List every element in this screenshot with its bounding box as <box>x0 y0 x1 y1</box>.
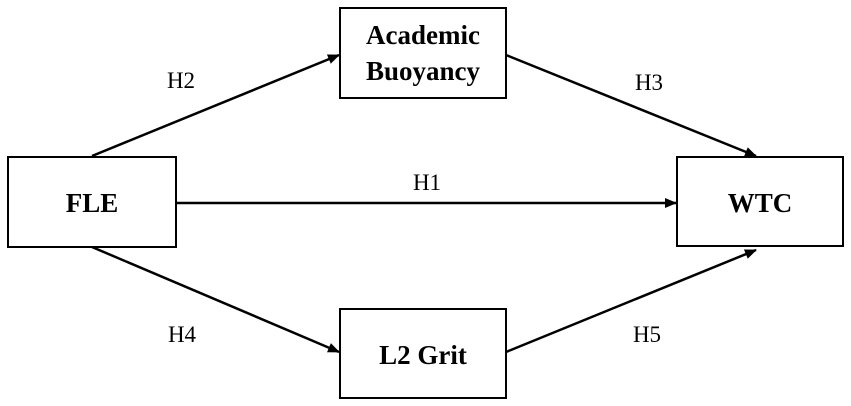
node-fle-label: FLE <box>66 188 119 218</box>
edge-h5-arrow <box>505 248 757 354</box>
node-l2-grit: L2 Grit <box>339 308 507 399</box>
edge-h1-label: H1 <box>413 170 441 195</box>
node-academic-buoyancy: Academic Buoyancy <box>339 7 507 99</box>
edge-h2-label: H2 <box>167 68 195 93</box>
node-academic-buoyancy-line1: Academic <box>366 20 480 50</box>
node-wtc: WTC <box>676 156 844 247</box>
edge-h2-arrow <box>91 53 340 158</box>
node-fle: FLE <box>7 156 177 248</box>
node-wtc-label: WTC <box>728 188 793 218</box>
edge-h3-label: H3 <box>635 70 663 95</box>
edge-h5-label: H5 <box>633 322 661 347</box>
edge-h4-arrow <box>91 245 340 354</box>
node-l2-grit-label: L2 Grit <box>379 340 467 370</box>
node-academic-buoyancy-line2: Buoyancy <box>366 56 481 86</box>
edge-h4-label: H4 <box>168 322 197 347</box>
edge-h3-arrow <box>505 53 757 158</box>
